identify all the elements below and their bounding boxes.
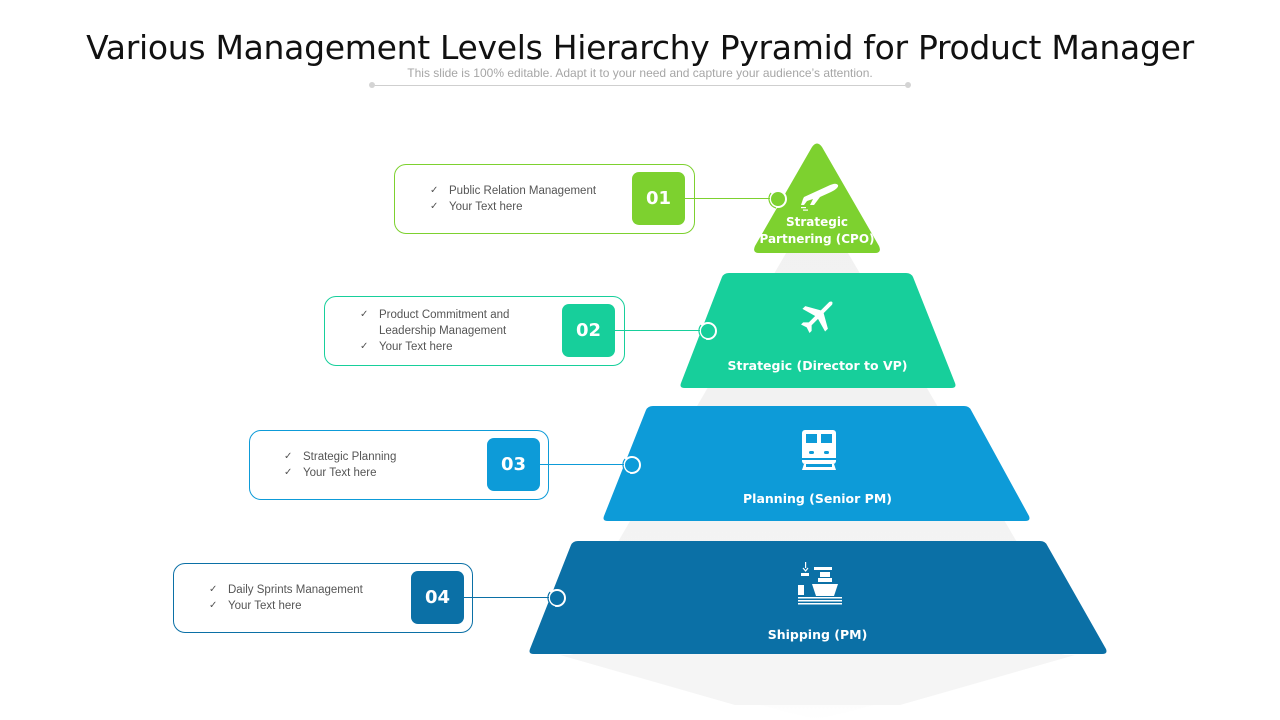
level-number-badge-1: 01 (632, 172, 685, 225)
list-item: ✓Public Relation Management (430, 185, 597, 197)
connector-line-4 (464, 597, 549, 598)
connector-line-3 (540, 464, 624, 465)
list-item: ✓Product Commitment and (360, 309, 510, 321)
list-item: ✓Your Text here (209, 600, 302, 612)
list-item: ✓Strategic Planning (284, 451, 397, 463)
connector-line-1 (685, 198, 770, 199)
connector-ring-2 (698, 322, 717, 341)
check-icon: ✓ (209, 600, 218, 611)
level-number-badge-3: 03 (487, 438, 540, 491)
connector-ring-3 (622, 456, 641, 475)
check-icon: ✓ (360, 341, 369, 352)
list-item: ✓Your Text here (430, 201, 523, 213)
level-label-2: Strategic (Director to VP) (727, 358, 908, 373)
list-item-continued: Leadership Management (379, 325, 507, 337)
divider-dot-right (905, 82, 911, 88)
slide-title: Various Management Levels Hierarchy Pyra… (86, 28, 1194, 67)
callout-bullets-3: ✓Strategic Planning ✓Your Text here (284, 449, 396, 481)
slide-subtitle: This slide is 100% editable. Adapt it to… (407, 66, 873, 80)
level-number-badge-4: 04 (411, 571, 464, 624)
check-icon: ✓ (430, 185, 439, 196)
connector-ring-4 (547, 589, 566, 608)
subtitle-divider (372, 85, 908, 86)
airplane-icon (801, 301, 833, 333)
level-label-3: Planning (Senior PM) (743, 491, 892, 506)
pyramid-level-2 (680, 273, 956, 388)
level-label-1: Strategic Partnering (CPO) (759, 215, 875, 246)
airplane-takeoff-icon (801, 183, 839, 211)
connector-line-2 (615, 330, 700, 331)
check-icon: ✓ (209, 584, 218, 595)
list-item: ✓Your Text here (360, 341, 453, 353)
cargo-ship-icon (798, 562, 842, 605)
callout-bullets-1: ✓Public Relation Management ✓Your Text h… (430, 183, 596, 215)
divider-dot-left (369, 82, 375, 88)
callout-bullets-2: ✓Product Commitment and Leadership Manag… (360, 307, 509, 355)
list-item: ✓Your Text here (284, 467, 377, 479)
level-number-badge-2: 02 (562, 304, 615, 357)
callout-bullets-4: ✓Daily Sprints Management ✓Your Text her… (209, 582, 363, 614)
check-icon: ✓ (360, 309, 369, 320)
check-icon: ✓ (284, 467, 293, 478)
check-icon: ✓ (430, 201, 439, 212)
pyramid-shadow-bottom (560, 655, 1075, 705)
connector-ring-1 (768, 190, 787, 209)
level-label-4: Shipping (PM) (767, 627, 868, 642)
list-item: ✓Daily Sprints Management (209, 584, 363, 596)
check-icon: ✓ (284, 451, 293, 462)
train-icon (802, 430, 836, 470)
